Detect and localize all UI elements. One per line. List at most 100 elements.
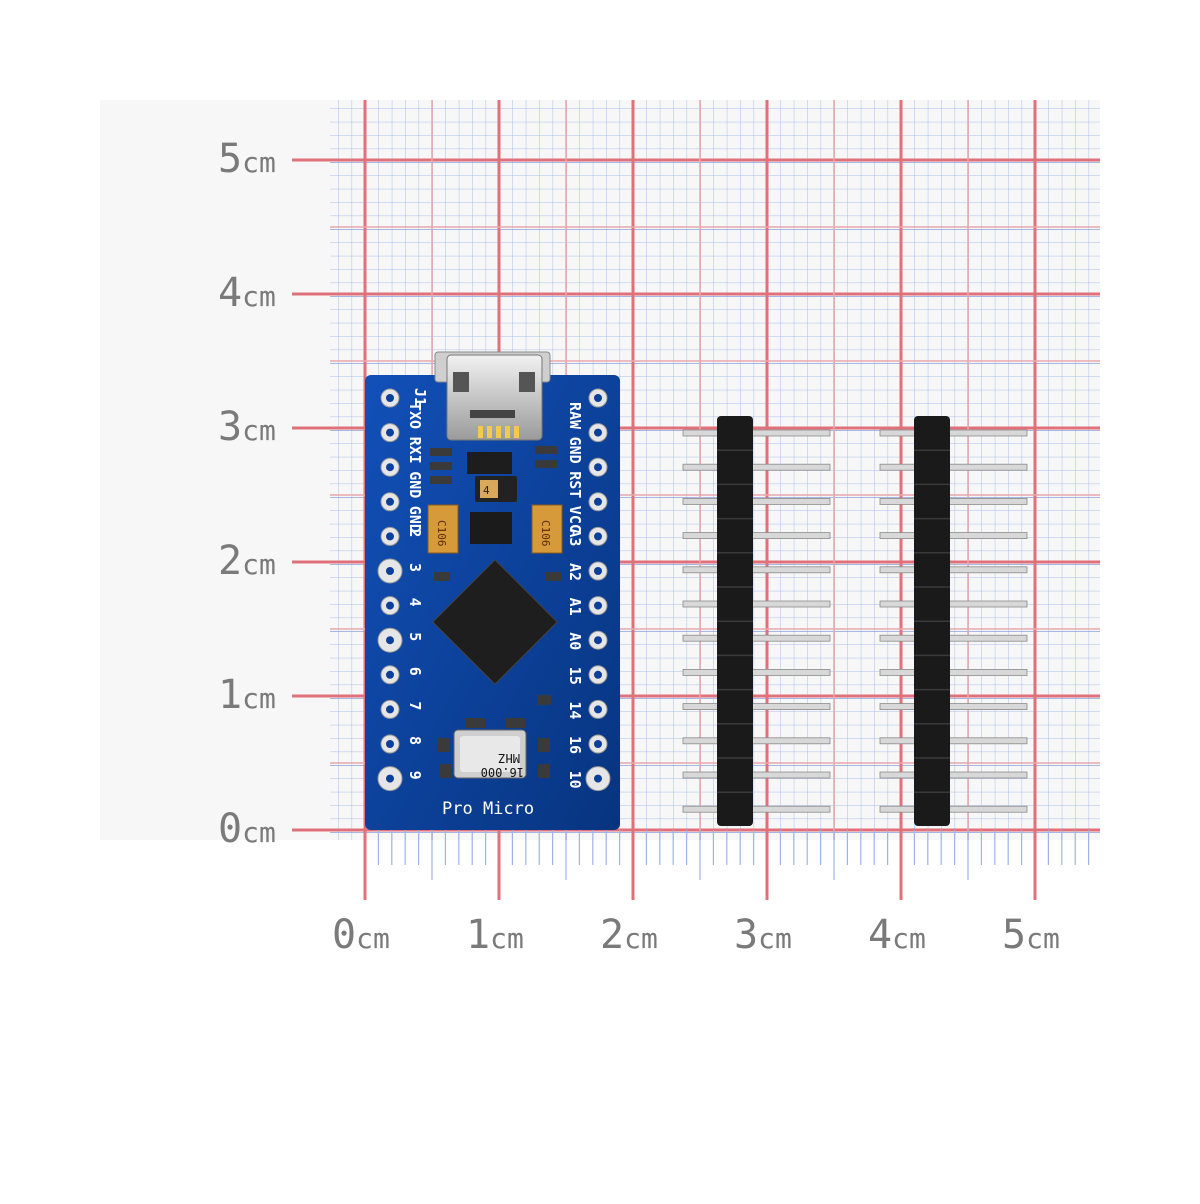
x-label-3cm: 3cm (734, 912, 792, 958)
pin-hole-center (594, 463, 602, 472)
pin-hole-center (594, 774, 602, 783)
small-ic (470, 512, 512, 544)
micro-usb-connector (434, 351, 551, 441)
header-pin (682, 497, 831, 505)
pin-hole-center (386, 774, 394, 783)
y-label-2cm: 2cm (218, 538, 276, 584)
x-label-1cm: 1cm (466, 912, 524, 958)
y-label-0cm: 0cm (218, 806, 276, 852)
header-pin (879, 669, 1028, 676)
header-pin (682, 771, 831, 779)
y-label-5cm: 5cm (218, 136, 276, 182)
header-pin (879, 805, 1028, 813)
header-pin (879, 600, 1028, 608)
header-pin (879, 532, 1028, 539)
x-label-2cm: 2cm (600, 912, 658, 958)
regulator-chip (467, 452, 512, 474)
regulator-mark: 4 (483, 484, 490, 497)
y-label-1cm: 1cm (218, 672, 276, 718)
header-pin (879, 634, 1028, 642)
smd-components (430, 446, 561, 778)
header-pin (682, 703, 831, 710)
svg-text:C106: C106 (539, 520, 552, 547)
header-pin (682, 737, 831, 745)
header-pin (682, 600, 831, 608)
header-pin (682, 805, 831, 813)
right-pin-label: 10 (566, 771, 584, 789)
right-pin-label: RAW (566, 402, 584, 430)
header-pin (682, 669, 831, 676)
pin-header-strip (879, 416, 1028, 826)
y-axis-labels: 5cm 4cm 3cm 2cm 1cm 0cm (218, 136, 276, 852)
right-pin-label: A1 (566, 598, 584, 616)
svg-text:C106: C106 (435, 520, 448, 547)
y-label-4cm: 4cm (218, 270, 276, 316)
header-pin (682, 429, 831, 437)
left-pin-label: TXO (406, 402, 424, 429)
y-label-3cm: 3cm (218, 404, 276, 450)
ref-label: J1 (411, 388, 429, 406)
pin-hole-center (386, 463, 394, 472)
left-pin-label: 3 (406, 563, 424, 572)
left-pin-label: 7 (406, 701, 424, 710)
capacitor-left: C106 (427, 504, 459, 554)
right-pin-label: A2 (566, 563, 584, 581)
pin-hole-center (594, 740, 602, 748)
pin-hole-center (386, 705, 394, 714)
right-pin-label: VCC (566, 506, 584, 533)
svg-text:MHZ: MHZ (498, 751, 520, 765)
pin-hole-center (594, 705, 602, 714)
right-pin-label: 16 (566, 736, 584, 754)
left-pin-label: 8 (406, 736, 424, 745)
svg-text:16.000: 16.000 (481, 765, 524, 779)
header-pin (682, 532, 831, 539)
pin-hole-center (594, 601, 602, 610)
right-pin-label: 14 (566, 701, 584, 719)
right-pin-label: RST (566, 471, 584, 498)
right-pin-label: GND (566, 437, 584, 464)
x-label-4cm: 4cm (868, 912, 926, 958)
right-pin-label: 15 (566, 667, 584, 685)
pin-hole-center (594, 428, 602, 437)
header-pin (682, 634, 831, 642)
header-pin (879, 737, 1028, 745)
pin-hole-center (594, 394, 602, 402)
bottom-ruler-ticks (377, 830, 1090, 880)
header-pin (879, 703, 1028, 710)
crystal-oscillator: MHZ 16.000 (453, 729, 527, 779)
pin-hole-center (386, 532, 394, 541)
pin-hole-center (386, 740, 394, 748)
header-pin (879, 463, 1028, 471)
left-pin-label: RXI (406, 437, 424, 464)
left-pin-label: 9 (406, 771, 424, 780)
pin-header-strip (682, 416, 831, 826)
left-pin-label: 2 (406, 528, 424, 537)
right-pin-label: A3 (566, 528, 584, 546)
pin-hole-center (594, 497, 602, 506)
left-pin-label: 5 (406, 632, 424, 641)
header-pin (879, 566, 1028, 574)
x-axis-labels: 0cm 1cm 2cm 3cm 4cm 5cm (332, 912, 1060, 958)
header-pin (682, 463, 831, 471)
atmega32u4-chip (432, 559, 558, 685)
pin-hole-center (386, 428, 394, 437)
pin-hole-center (386, 394, 394, 402)
pin-hole-center (594, 567, 602, 575)
pin-hole-center (386, 670, 394, 679)
left-pin-label: 6 (406, 667, 424, 676)
header-pin (682, 566, 831, 574)
left-pin-label: GND (406, 471, 424, 498)
left-pin-label: GND (406, 506, 424, 533)
header-pin (879, 771, 1028, 779)
pin-holes (377, 388, 611, 792)
pin-hole-center (594, 636, 602, 645)
header-pin (879, 497, 1028, 505)
right-pin-label: A0 (566, 632, 584, 650)
pin-hole-center (594, 670, 602, 679)
pin-hole-center (386, 567, 394, 575)
board-title: Pro Micro (442, 799, 534, 819)
header-pin (879, 429, 1028, 437)
